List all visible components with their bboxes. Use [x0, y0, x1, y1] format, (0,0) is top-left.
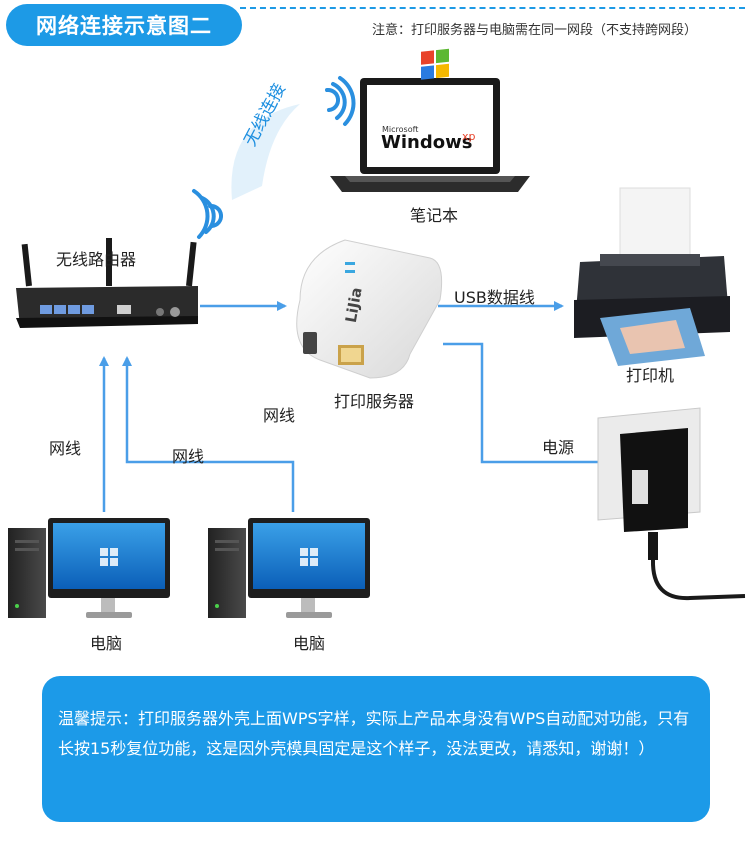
print-server-label: 打印服务器 — [334, 392, 415, 411]
pc1-cable-label: 网线 — [49, 439, 82, 458]
laptop-label: 笔记本 — [410, 206, 459, 225]
power-label: 电源 — [542, 438, 575, 457]
wifi-signal-icon — [192, 189, 223, 239]
pc2-label: 电脑 — [293, 634, 326, 653]
laptop-screen-brand: Windows — [381, 132, 473, 153]
printer-icon — [574, 187, 730, 366]
power-adapter-icon — [597, 407, 746, 601]
pc2-cable-label: 网线 — [172, 447, 205, 466]
printer-label: 打印机 — [626, 366, 675, 385]
power-cable — [443, 342, 598, 464]
connection-lines — [99, 301, 598, 512]
page-title: 网络连接示意图二 — [6, 4, 242, 46]
desktop-pc-icon — [8, 518, 170, 618]
tip-text: 温馨提示：打印服务器外壳上面WPS字样，实际上产品本身没有WPS自动配对功能，只… — [58, 709, 690, 758]
header-divider — [240, 7, 745, 9]
wifi-signal-icon — [325, 76, 356, 126]
network-notice: 注意：打印服务器与电脑需在同一网段（不支持跨网段） — [372, 23, 698, 38]
server-cable-label: 网线 — [263, 406, 296, 425]
wireless-halo — [231, 104, 300, 200]
desktop-pc-icon — [208, 518, 370, 618]
router-icon — [16, 238, 198, 328]
usb-cable-label: USB数据线 — [454, 288, 535, 307]
laptop-screen-brand-small: Microsoft — [382, 125, 419, 134]
pc2-cable — [122, 356, 295, 512]
print-server-icon — [296, 239, 443, 379]
tip-box: 温馨提示：打印服务器外壳上面WPS字样，实际上产品本身没有WPS自动配对功能，只… — [42, 676, 710, 822]
laptop-icon — [330, 48, 530, 192]
pc1-label: 电脑 — [90, 634, 123, 653]
laptop-screen-edition: xp — [462, 130, 476, 143]
router-label: 无线路由器 — [56, 250, 137, 269]
